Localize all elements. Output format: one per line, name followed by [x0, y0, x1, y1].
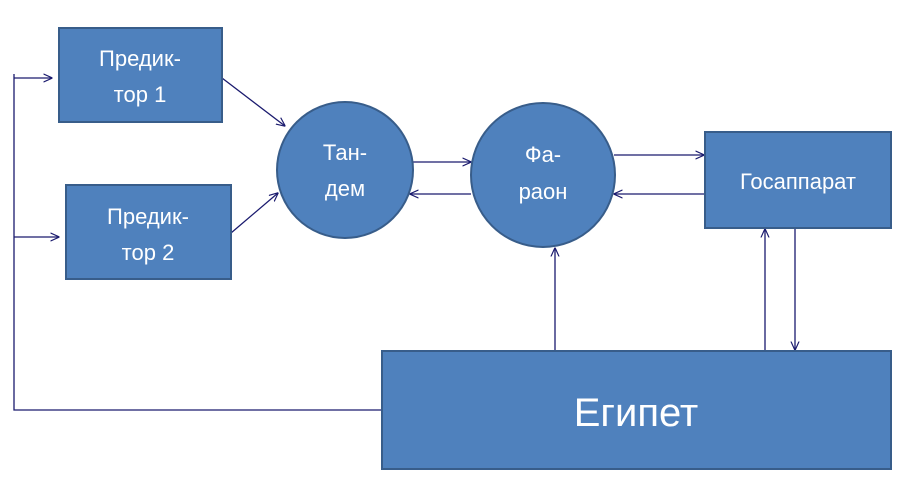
node-predictor1-line1: Предик- — [99, 46, 181, 71]
node-egypt-label: Египет — [574, 391, 699, 435]
node-egypt: Египет — [381, 350, 892, 470]
node-predictor1-line2: тор 1 — [114, 82, 167, 107]
node-tandem: Тан- дем — [276, 101, 414, 239]
node-tandem-line1: Тан- — [323, 140, 367, 165]
node-pharaoh-line2: раон — [519, 179, 568, 204]
node-predictor2-line1: Предик- — [107, 204, 189, 229]
node-predictor1: Предик- тор 1 — [58, 27, 223, 123]
node-predictor2-line2: тор 2 — [122, 240, 175, 265]
edge-egypt-to-predictors-trunk — [13, 74, 382, 411]
node-predictor2: Предик- тор 2 — [65, 184, 232, 280]
edges — [13, 74, 795, 411]
node-gosapparat-label: Госаппарат — [740, 169, 856, 194]
node-tandem-line2: дем — [325, 176, 365, 201]
node-gosapparat: Госаппарат — [704, 131, 892, 229]
edge-predictor1-to-tandem — [221, 77, 285, 126]
node-pharaoh-line1: Фа- — [525, 142, 561, 167]
edge-predictor2-to-tandem — [230, 193, 278, 234]
node-pharaoh: Фа- раон — [470, 102, 616, 248]
